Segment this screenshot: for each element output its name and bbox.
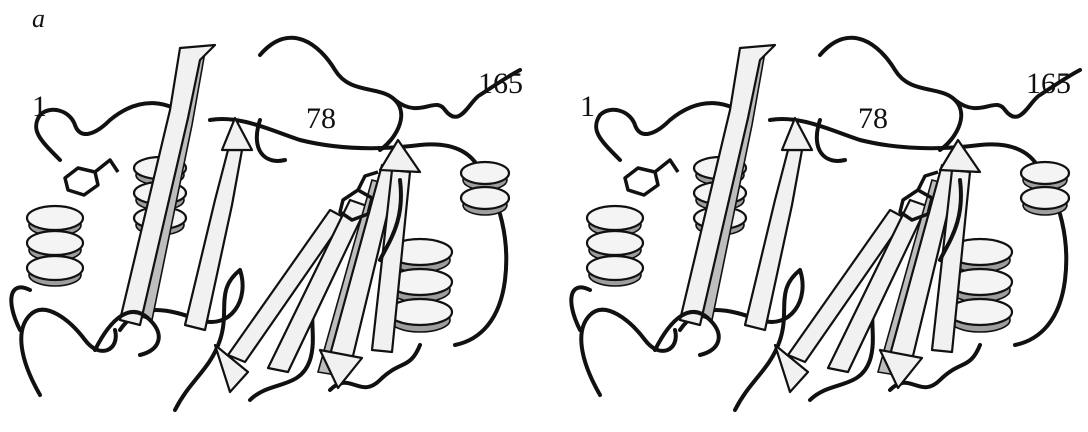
right-label-residue-78: 78 xyxy=(858,102,888,135)
left-label-n-terminus: 1 xyxy=(32,90,47,123)
left-ribbon-structure xyxy=(11,38,520,410)
right-ribbon-structure xyxy=(571,38,1080,410)
left-stereo-view: 1 78 165 xyxy=(11,38,523,410)
right-label-c-terminus: 165 xyxy=(1026,67,1071,100)
right-label-n-terminus: 1 xyxy=(580,90,595,123)
left-label-residue-78: 78 xyxy=(306,102,336,135)
left-label-c-terminus: 165 xyxy=(478,67,523,100)
right-stereo-view: 1 78 165 xyxy=(571,38,1080,410)
panel-letter: a xyxy=(32,4,45,33)
